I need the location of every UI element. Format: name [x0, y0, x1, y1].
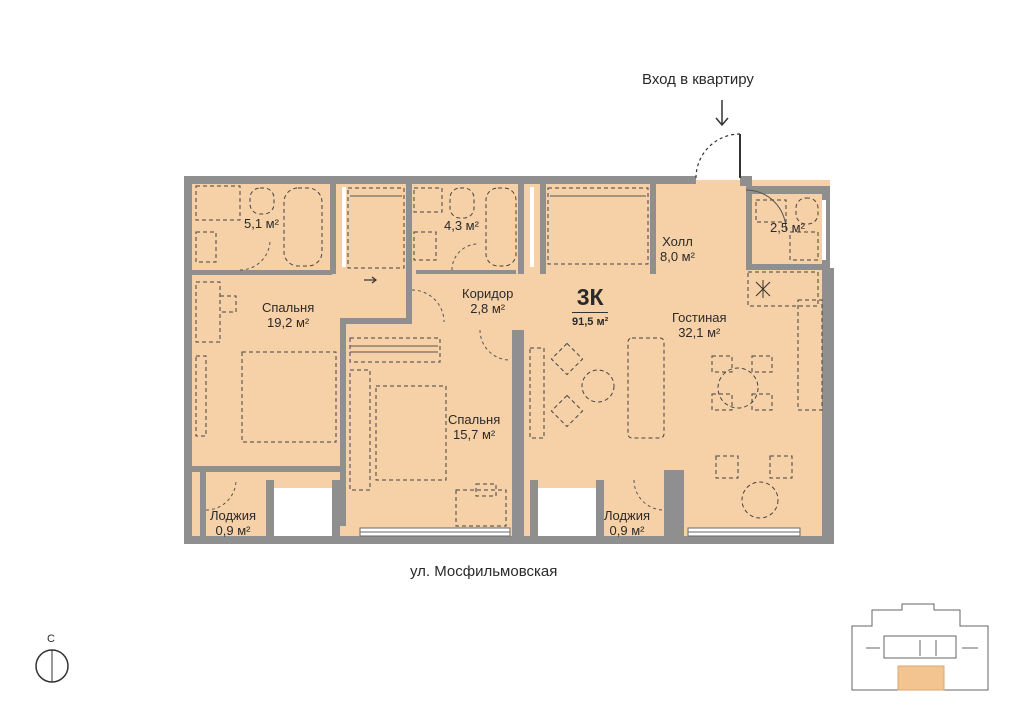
entrance-arrow [715, 100, 729, 127]
bottom-windows [359, 527, 801, 537]
building-keyplan [851, 603, 989, 691]
hall-name: Холл [662, 234, 693, 249]
bedroom1-area: 19,2 м² [267, 315, 310, 330]
stove-icon [755, 280, 771, 298]
loggia2-name: Лоджия [604, 508, 651, 523]
hall-label: Холл 8,0 м² [660, 234, 695, 264]
hall-area: 8,0 м² [660, 249, 695, 264]
window-slots [342, 187, 826, 267]
furniture [195, 185, 823, 527]
living-name: Гостиная [672, 310, 727, 325]
corridor-label: Коридор 2,8 м² [462, 286, 513, 316]
void-left [272, 488, 334, 544]
bedroom2-name: Спальня [448, 412, 501, 427]
vent-arrow [364, 276, 377, 284]
wc-area: 2,5 м² [770, 220, 805, 235]
loggia2-area: 0,9 м² [609, 523, 645, 538]
loggia2-label: Лоджия 0,9 м² [604, 508, 650, 538]
floor-main [190, 180, 830, 540]
apartment-summary: 3К 91,5 м² [572, 284, 609, 330]
entrance-label: Вход в квартиру [642, 71, 754, 88]
interior-doors [205, 189, 787, 511]
bath1-area: 5,1 м² [244, 216, 279, 231]
walls [184, 176, 834, 544]
bedroom1-name: Спальня [262, 300, 315, 315]
bedroom2-label: Спальня 15,7 м² [448, 412, 500, 442]
apartment-type: 3К [576, 284, 604, 310]
closet-hatching [350, 195, 646, 353]
living-label: Гостиная 32,1 м² [672, 310, 727, 340]
loggia1-label: Лоджия 0,9 м² [210, 508, 256, 538]
compass-label: С [47, 633, 55, 645]
void-right [538, 488, 596, 544]
entrance-door [695, 133, 741, 179]
loggia1-name: Лоджия [210, 508, 257, 523]
compass-icon [35, 649, 69, 683]
floor-areas [190, 180, 830, 540]
apartment-total-area: 91,5 м² [572, 312, 609, 330]
bedroom2-area: 15,7 м² [453, 427, 496, 442]
corridor-area: 2,8 м² [470, 301, 506, 316]
corridor-name: Коридор [462, 286, 514, 301]
bath2-area: 4,3 м² [444, 218, 479, 233]
loggia1-area: 0,9 м² [215, 523, 251, 538]
living-area: 32,1 м² [678, 325, 721, 340]
floor-entry [696, 182, 746, 192]
street-label: ул. Мосфильмовская [410, 563, 558, 580]
bedroom1-label: Спальня 19,2 м² [262, 300, 314, 330]
